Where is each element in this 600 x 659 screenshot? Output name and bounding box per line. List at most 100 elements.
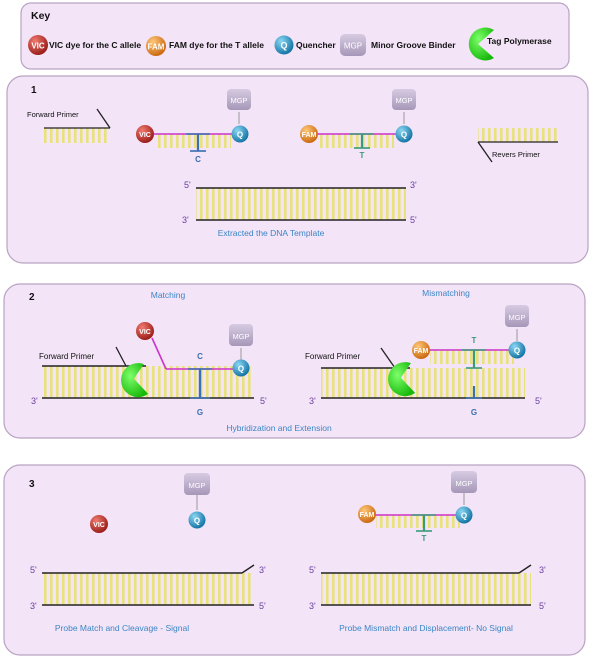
svg-text:FAM: FAM [148,43,165,52]
strand-end-3-bottom: 3' [182,215,189,225]
strand-end-5-r-bottom: 5' [539,601,546,611]
released-vic-dye: VIC [90,515,108,533]
fam-dye-icon [358,505,376,523]
svg-text:MGP: MGP [508,313,525,322]
svg-text:Q: Q [514,347,520,356]
svg-text:Q: Q [461,512,467,521]
panel-3: 3 VIC MGP Q 5' 3' 3' 5' Probe Match and … [3,464,586,656]
svg-text:Q: Q [238,365,244,374]
matching-label: Matching [151,290,186,300]
key-polymerase-label: Tag Polymerase [487,36,552,46]
quencher-icon [232,359,250,377]
vic-dye-icon [136,322,154,340]
snp-base-t: T [472,336,477,345]
svg-text:Q: Q [194,517,200,526]
strand-end-5-top: 5' [184,180,191,190]
reverse-primer [477,128,558,163]
panel-1: 1 Forward Primer MGP VIC Q C [6,75,589,264]
snp-base-c: C [195,155,201,164]
svg-text:MGP: MGP [395,96,412,105]
key-mgb-label: Minor Groove Binder [371,40,456,50]
strand-end-3-left: 3' [31,396,38,406]
mgb-symbol: MGP [340,34,366,56]
strand-end-3-r-bottom: 3' [309,601,316,611]
svg-text:VIC: VIC [31,42,45,51]
snp-base-c: C [197,352,203,361]
svg-text:Q: Q [237,131,243,140]
forward-primer-label-left: Forward Primer [39,352,94,361]
right-product-duplex [321,564,532,606]
quencher-icon [508,341,526,359]
matching-duplex: MGP VIC Q [42,322,254,399]
vic-dye-icon [136,125,154,143]
panel-2-number: 2 [29,292,35,303]
key-vic-label: VIC dye for the C allele [49,40,141,50]
svg-text:VIC: VIC [93,522,105,529]
svg-text:MGP: MGP [188,481,205,490]
svg-text:Q: Q [280,41,287,51]
svg-text:FAM: FAM [302,132,317,139]
panel-1-number: 1 [31,85,37,96]
strand-end-3-l-bottom: 3' [30,601,37,611]
svg-text:MGP: MGP [230,96,247,105]
strand-end-5-r-top: 5' [309,565,316,575]
panel-2-box [3,283,586,439]
panel-3-caption-right: Probe Mismatch and Displacement- No Sign… [339,623,513,633]
vic-dye-icon [90,515,108,533]
snp-base-t: T [360,151,365,160]
polymerase-icon [388,362,416,397]
strand-end-5-bottom: 5' [410,215,417,225]
quencher-icon [188,511,206,529]
panel-2-caption: Hybridization and Extension [226,423,332,433]
svg-text:MGP: MGP [455,479,472,488]
polymerase-icon [121,363,149,398]
svg-text:MGP: MGP [344,42,362,51]
key-title: Key [31,10,50,22]
svg-text:FAM: FAM [360,512,375,519]
vic-probe: MGP VIC Q [136,89,251,152]
svg-text:MGP: MGP [232,332,249,341]
polymerase-icon [468,27,494,61]
key-fam-label: FAM dye for the T allele [169,40,264,50]
cleaved-probe-remainder: MGP Q [184,473,210,529]
vic-dye-symbol: VIC [28,35,48,55]
strand-end-3-right: 3' [309,396,316,406]
svg-text:VIC: VIC [139,329,151,336]
strand-end-5-left: 5' [260,396,267,406]
fam-probe: MGP FAM Q [300,89,416,149]
key-panel: Key VIC VIC dye for the C allele FAM FAM… [20,2,570,70]
forward-primer-label: Forward Primer [27,110,79,119]
strand-end-3-r-top: 3' [539,565,546,575]
dna-template [196,187,406,221]
mgb-icon [227,89,251,110]
mgb-icon [505,305,529,327]
svg-text:FAM: FAM [414,348,429,355]
panel-3-caption-left: Probe Match and Cleavage - Signal [55,623,189,633]
strand-end-5-l-bottom: 5' [259,601,266,611]
mgb-icon [229,324,253,346]
svg-text:Q: Q [401,131,407,140]
quencher-symbol: Q [274,35,294,55]
quencher-icon [395,125,413,143]
displaced-fam-probe: MGP FAM Q [358,471,477,532]
mismatching-duplex: MGP FAM Q [321,305,529,399]
snp-base-g: G [471,408,477,417]
mismatching-label: Mismatching [422,288,470,298]
mgb-icon [392,89,416,110]
quencher-icon [455,506,473,524]
quencher-icon [231,125,249,143]
panel-3-box [3,464,586,656]
snp-base-g: G [197,408,203,417]
mgb-icon [451,471,477,493]
strand-end-3-l-top: 3' [259,565,266,575]
panel-1-caption: Extracted the DNA Template [218,228,325,238]
fam-dye-icon [300,125,318,143]
panel-1-box [6,75,589,264]
mgb-icon [184,473,210,495]
fam-dye-symbol: FAM [146,36,166,56]
key-quencher-label: Quencher [296,40,336,50]
fam-dye-icon [412,341,430,359]
svg-text:VIC: VIC [139,132,151,139]
panel-3-number: 3 [29,479,35,490]
